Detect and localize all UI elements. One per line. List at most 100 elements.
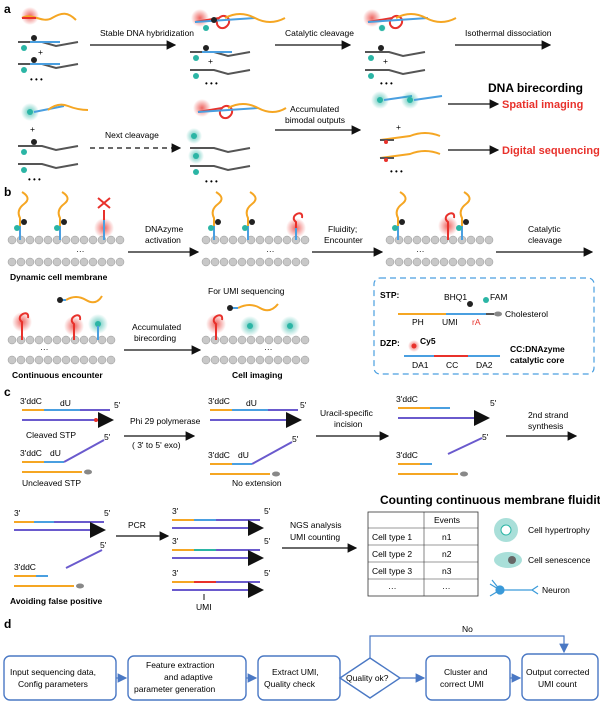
svg-text:Cell hypertrophy: Cell hypertrophy (528, 525, 591, 535)
svg-text:···: ··· (264, 344, 273, 354)
svg-text:Quality check: Quality check (264, 679, 316, 689)
a-out-sequencing: Digital sequencing (502, 145, 600, 157)
svg-text:Input sequencing data,: Input sequencing data, (10, 667, 96, 677)
svg-text:3'ddC: 3'ddC (396, 394, 418, 404)
b-activation-1: DNAzyme (145, 224, 184, 234)
c-uracil-2: incision (334, 419, 363, 429)
svg-text:Quality ok?: Quality ok? (346, 673, 389, 683)
svg-text:correct UMI: correct UMI (440, 679, 484, 689)
svg-text:5': 5' (490, 398, 497, 408)
svg-text:Cholesterol: Cholesterol (505, 309, 548, 319)
b-accum-1: Accumulated (132, 322, 181, 332)
a-strand-group-4: + • • • (18, 103, 89, 184)
svg-text:STP:: STP: (380, 290, 400, 300)
svg-text:DZP:: DZP: (380, 338, 400, 348)
svg-text:dU: dU (238, 450, 249, 460)
a-step3-label: Isothermal dissociation (465, 28, 552, 38)
b-membrane-1: ··· (7, 191, 125, 267)
c-ngs-2: UMI counting (290, 532, 340, 542)
b-cleavage-2: cleavage (528, 235, 562, 245)
svg-text:dU: dU (246, 398, 257, 408)
a-step5-label-1: Accumulated (290, 104, 339, 114)
table-cell: n3 (442, 566, 452, 576)
c-pcr-products: 3' 5' 3' 5' 3' 5' (172, 506, 271, 600)
svg-text:catalytic core: catalytic core (510, 355, 565, 365)
c-cleaved-stp: 3'ddC dU 5' (20, 396, 121, 428)
svg-text:5': 5' (104, 508, 111, 518)
svg-text:• • •: • • • (380, 79, 393, 88)
svg-text:CC:DNAzyme: CC:DNAzyme (510, 344, 565, 354)
d-flowchart: No Input sequencing data, Config paramet… (3, 624, 599, 701)
b-activation-2: activation (145, 235, 181, 245)
c-pcr-input: 3' 5' 5' 3'ddC (14, 508, 111, 589)
a-step5-label-2: bimodal outputs (285, 115, 345, 125)
table-cell: ··· (388, 583, 397, 593)
svg-text:dU: dU (50, 448, 61, 458)
svg-text:Feature extraction: Feature extraction (146, 660, 215, 670)
c-no-ext-label: No extension (232, 478, 282, 488)
svg-text:3'ddC: 3'ddC (14, 562, 36, 572)
b-accum-2: birecording (134, 333, 176, 343)
svg-text:5': 5' (264, 568, 271, 578)
panel-a-label: a (4, 2, 11, 16)
c-uracil-1: Uracil-specific (320, 408, 374, 418)
svg-text:···: ··· (416, 246, 425, 256)
svg-text:FAM: FAM (490, 292, 507, 302)
svg-text:dU: dU (60, 398, 71, 408)
neuron-icon (489, 579, 539, 597)
b-membrane-3: ··· (385, 191, 494, 267)
svg-text:3': 3' (172, 506, 179, 516)
panel-b-label: b (4, 185, 11, 199)
b-fluidity-2: Encounter (324, 235, 363, 245)
svg-text:parameter generation: parameter generation (134, 684, 216, 694)
table-cell: n2 (442, 549, 452, 559)
table-cell: ··· (442, 583, 451, 593)
svg-text:3'ddC: 3'ddC (20, 396, 42, 406)
c-counting-title: Counting continuous membrane fluidity (380, 493, 600, 507)
svg-text:• • •: • • • (205, 177, 218, 186)
c-cell-icons: Cell hypertrophy Cell senescence Neuron (489, 518, 591, 597)
c-ngs-1: NGS analysis (290, 520, 342, 530)
svg-text:• • •: • • • (205, 79, 218, 88)
c-cleaved-label: Cleaved STP (26, 430, 76, 440)
svg-text:···: ··· (76, 246, 85, 256)
svg-text:Extract UMI,: Extract UMI, (272, 667, 319, 677)
b-imaging-label: Cell imaging (232, 370, 283, 380)
svg-text:UMI count: UMI count (538, 679, 577, 689)
b-umi-label: For UMI sequencing (208, 286, 285, 296)
a-strand-group-1: + • • • (18, 7, 79, 84)
svg-text:Config parameters: Config parameters (18, 679, 88, 689)
c-uncleaved-label: Uncleaved STP (22, 478, 81, 488)
svg-text:DA2: DA2 (476, 360, 493, 370)
svg-text:• • •: • • • (30, 75, 43, 84)
svg-text:• • •: • • • (28, 175, 41, 184)
svg-text:• • •: • • • (390, 167, 403, 176)
d-box-input (3, 655, 117, 701)
d-box-output (521, 653, 599, 701)
a-step4-label: Next cleavage (105, 130, 159, 140)
a-strand-group-3: + • • • (363, 9, 457, 88)
c-uncleaved-stp: 3'ddC dU 5' (20, 432, 111, 475)
svg-text:Neuron: Neuron (542, 585, 570, 595)
svg-text:BHQ1: BHQ1 (444, 292, 467, 302)
table-cell: Cell type 1 (372, 532, 412, 542)
svg-text:3': 3' (172, 568, 179, 578)
c-avoid-label: Avoiding false positive (10, 596, 103, 606)
c-after-uracil: 3'ddC 5' 5' 3'ddC (396, 394, 497, 477)
d-box-cluster (425, 655, 511, 701)
svg-text:Cluster and: Cluster and (444, 667, 488, 677)
b-membrane-2: ··· (201, 191, 310, 267)
b-fluidity-1: Fluidity; (328, 224, 357, 234)
a-strand-group-2: + • • • (190, 9, 286, 88)
c-second-1: 2nd strand (528, 410, 568, 420)
svg-text:3': 3' (172, 536, 179, 546)
svg-text:5': 5' (100, 540, 107, 550)
d-no-label: No (462, 624, 473, 634)
table-header: Events (434, 515, 460, 525)
svg-text:DA1: DA1 (412, 360, 429, 370)
b-membrane-label: Dynamic cell membrane (10, 272, 108, 282)
a-out-imaging: Spatial imaging (502, 99, 583, 111)
c-second-2: synthesis (528, 421, 563, 431)
